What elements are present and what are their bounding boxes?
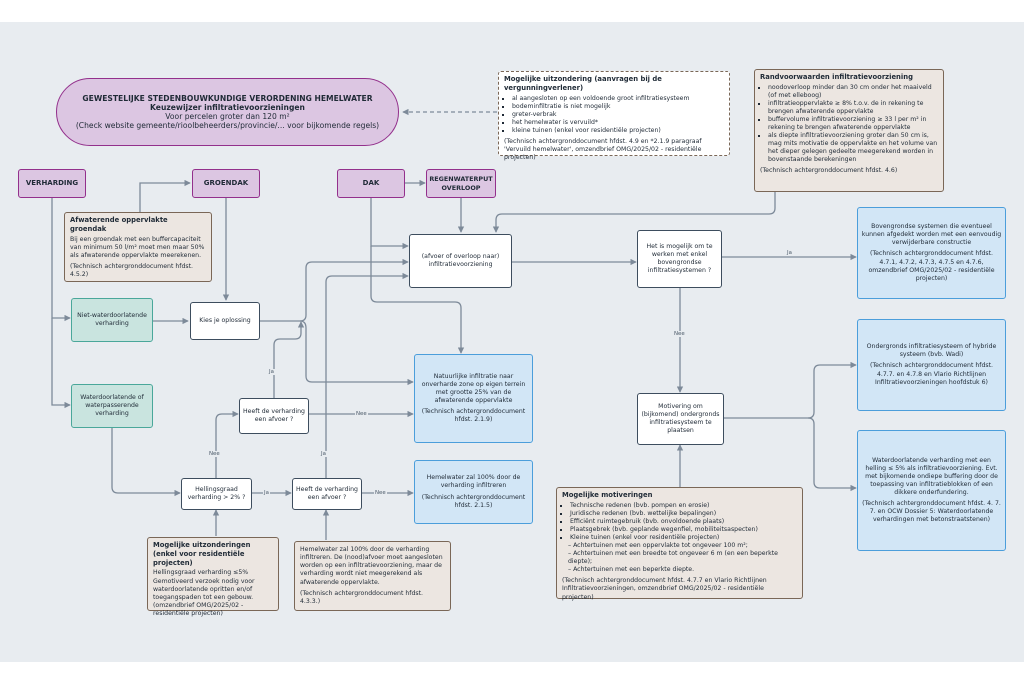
- conditions-list: noodoverloop minder dan 30 cm onder het …: [760, 84, 938, 165]
- result-permeable-slope: Waterdoorlatende verharding met een hell…: [857, 430, 1006, 551]
- result-under-ground: Ondergronds infiltratiesysteem of hybrid…: [857, 319, 1006, 411]
- condition-item: infiltratieoppervlakte ≥ 8% t.o.v. de in…: [768, 100, 938, 116]
- full-infiltration-note: Hemelwater zal 100% door de verharding i…: [294, 541, 451, 611]
- result-permslope-text: Waterdoorlatende verharding met een hell…: [865, 456, 998, 496]
- edge-label-ja-slope: Ja: [263, 490, 270, 496]
- full-note-text: Hemelwater zal 100% door de verharding i…: [300, 546, 443, 586]
- motivation-item: Juridische redenen (bvb. wettelijke bepa…: [570, 510, 797, 518]
- motivations-sublist: Achtertuinen met een oppervlakte tot ong…: [562, 542, 797, 574]
- slope-exceptions-title: Mogelijke uitzonderingen (enkel voor res…: [153, 541, 251, 567]
- node-infiltration: (afvoer of overloop naar) infiltratievoo…: [409, 234, 512, 288]
- node-slope-question: Hellingsgraad verharding > 2% ?: [181, 478, 252, 510]
- exceptions-ref: (Technisch achtergronddocument hfdst. 4.…: [504, 137, 702, 162]
- motivation-subitem: Achtertuinen met een breedte tot ongevee…: [568, 550, 797, 566]
- result-permslope-ref: (Technisch achtergronddocument hfdst. 4.…: [862, 500, 1001, 524]
- node-drain-question-2: Heeft de verharding een afvoer ?: [292, 478, 362, 510]
- exception-item: bodeminfiltratie is niet mogelijk: [512, 103, 724, 111]
- source-verharding: VERHARDING: [18, 169, 86, 198]
- exception-item: al aangesloten op een voldoende groot in…: [512, 95, 724, 103]
- green-roof-ref: (Technisch achtergronddocument hfdst. 4.…: [70, 262, 194, 278]
- motivation-item: Kleine tuinen (enkel voor residentiële p…: [570, 534, 797, 542]
- title-line-1: GEWESTELIJKE STEDENBOUWKUNDIGE VERORDENI…: [82, 94, 373, 103]
- green-roof-note: Afwaterende oppervlakte groendak Bij een…: [64, 212, 212, 282]
- slope-exceptions-text: Hellingsgraad verharding ≤5% Gemotiveerd…: [153, 569, 255, 617]
- conditions-title: Randvoorwaarden infiltratievoorziening: [760, 73, 913, 81]
- result-natural-infiltration: Natuurlijke infiltratie naar onverharde …: [414, 354, 533, 443]
- motivation-subitem: Achtertuinen met een oppervlakte tot ong…: [568, 542, 797, 550]
- motivation-item: Plaatsgebrek (bvb. geplande wegenfiel, m…: [570, 526, 797, 534]
- title-line-4: (Check website gemeente/rioolbeheerders/…: [75, 121, 380, 130]
- full-note-ref: (Technisch achtergronddocument hfdst. 4.…: [300, 589, 424, 605]
- motivations-ref: (Technisch achtergronddocument hfdst. 4.…: [562, 577, 767, 601]
- result-full-ref: (Technisch achtergronddocument hfdst. 2.…: [421, 493, 526, 509]
- edge-label-nee-slope: Nee: [208, 451, 221, 457]
- title-line-2: Keuzewijzer infiltratievoorzieningen: [150, 103, 305, 112]
- edge-label-ja-drainq1: Ja: [268, 369, 275, 375]
- exception-item: het hemelwater is vervuild*: [512, 119, 724, 127]
- result-natural-ref: (Technisch achtergronddocument hfdst. 2.…: [421, 408, 526, 424]
- edge-label-ja-drainq2: Ja: [320, 451, 327, 457]
- condition-item: buffervolume infiltratievoorziening ≥ 33…: [768, 116, 938, 132]
- edge-label-nee-drainq1: Nee: [355, 411, 368, 417]
- node-drain-question-1: Heeft de verharding een afvoer ?: [239, 398, 309, 434]
- edge-label-ja-above: Ja: [786, 250, 793, 256]
- node-non-permeable: Niet-waterdoorlatende verharding: [71, 298, 153, 342]
- diagram-title: GEWESTELIJKE STEDENBOUWKUNDIGE VERORDENI…: [56, 78, 399, 146]
- conditions-ref: (Technisch achtergronddocument hfdst. 4.…: [760, 167, 898, 175]
- conditions-box: Randvoorwaarden infiltratievoorziening n…: [754, 69, 944, 192]
- motivations-title: Mogelijke motiveringen: [562, 491, 653, 499]
- motivations-list: Technische redenen (bvb. pompen en erosi…: [562, 502, 797, 542]
- motivation-item: Efficiënt ruimtegebruik (bvb. onvoldoend…: [570, 518, 797, 526]
- result-full-infiltration: Hemelwater zal 100% door de verharding i…: [414, 460, 533, 524]
- result-natural-text: Natuurlijke infiltratie naar onverharde …: [421, 372, 526, 404]
- node-permeable: Waterdoorlatende of waterpasserende verh…: [71, 384, 153, 428]
- node-motivation: Motivering om (bijkomend) ondergronds in…: [637, 393, 724, 445]
- exception-item: greter-verbrak: [512, 111, 724, 119]
- result-under-text: Ondergronds infiltratiesysteem of hybrid…: [866, 343, 997, 359]
- result-above-text: Bovengrondse systemen die eventueel kunn…: [861, 223, 1002, 247]
- motivation-subitem: Achtertuinen met een beperkte diepte.: [568, 566, 797, 574]
- green-roof-title: Afwaterende oppervlakte groendak: [70, 216, 168, 233]
- edge-label-nee-motivation: Nee: [673, 331, 686, 337]
- condition-item: als diepte infiltratievoorziening groter…: [768, 132, 938, 164]
- condition-item: noodoverloop minder dan 30 cm onder het …: [768, 84, 938, 100]
- source-groendak: GROENDAK: [192, 169, 260, 198]
- source-regenwaterput: REGENWATERPUT OVERLOOP: [426, 169, 496, 198]
- slope-exceptions-box: Mogelijke uitzonderingen (enkel voor res…: [147, 537, 279, 617]
- result-above-ground: Bovengrondse systemen die eventueel kunn…: [857, 207, 1006, 299]
- exceptions-note: Mogelijke uitzondering (aanvragen bij de…: [498, 71, 730, 161]
- motivation-item: Technische redenen (bvb. pompen en erosi…: [570, 502, 797, 510]
- source-dak: DAK: [337, 169, 405, 198]
- exceptions-list: al aangesloten op een voldoende groot in…: [504, 95, 724, 135]
- node-surface-question: Het is mogelijk om te werken met enkel b…: [637, 230, 722, 288]
- node-choose: Kies je oplossing: [190, 302, 260, 340]
- exception-item: kleine tuinen (enkel voor residentiële p…: [512, 127, 724, 135]
- green-roof-text: Bij een groendak met een buffercapacitei…: [70, 235, 205, 259]
- result-under-ref: (Technisch achtergronddocument hfdst. 4.…: [869, 362, 993, 386]
- motivations-box: Mogelijke motiveringen Technische redene…: [556, 487, 803, 601]
- exceptions-title: Mogelijke uitzondering (aanvragen bij de…: [504, 75, 662, 92]
- result-full-text: Hemelwater zal 100% door de verharding i…: [426, 474, 521, 490]
- edge-label-nee-drainq2: Nee: [374, 490, 387, 496]
- result-above-ref: (Technisch achtergronddocument hfdst. 4.…: [868, 250, 995, 282]
- title-line-3: Voor percelen groter dan 120 m²: [165, 112, 290, 121]
